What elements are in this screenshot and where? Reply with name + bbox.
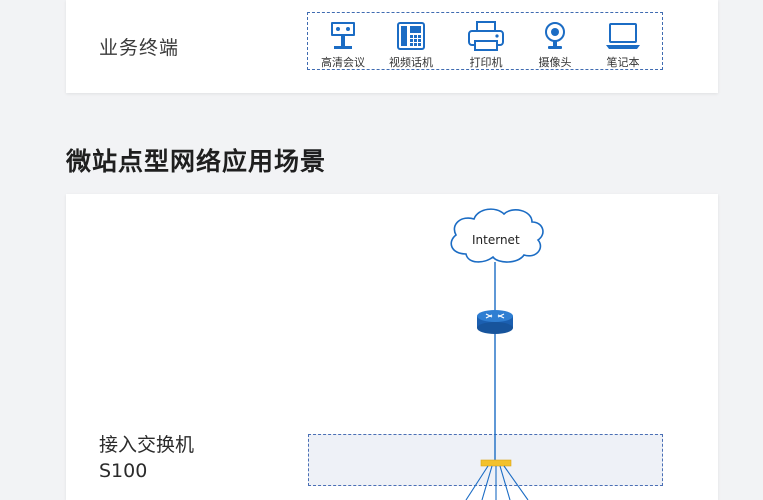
switch-zone-box: [308, 434, 663, 486]
section-title: 微站点型网络应用场景: [66, 147, 327, 176]
network-diagram: [450, 208, 544, 500]
switch-label: 接入交换机 S100: [99, 432, 194, 484]
terminal-video-conference: 高清会议: [308, 19, 378, 70]
switch-downlinks: [465, 465, 529, 500]
internet-cloud-icon: [450, 208, 544, 263]
terminal-camera: 摄像头: [520, 19, 590, 70]
terminal-printer: 打印机: [451, 19, 521, 70]
video-phone-icon: [397, 22, 425, 50]
switch-label-line2: S100: [99, 460, 148, 482]
terminals-label: 业务终端: [99, 37, 180, 59]
terminals-box: 高清会议 视频话机: [307, 12, 663, 70]
terminals-card: 业务终端 高清会议: [66, 0, 718, 93]
terminal-laptop: 笔记本: [588, 19, 658, 70]
terminal-label: 视频话机: [389, 56, 433, 69]
switch-icon: [480, 459, 512, 467]
terminal-label: 高清会议: [321, 56, 365, 69]
terminal-video-phone: 视频话机: [376, 19, 446, 70]
network-diagram-card: Internet 接入交换机 S100: [66, 194, 718, 500]
printer-icon: [468, 21, 504, 51]
terminal-label: 打印机: [469, 56, 503, 69]
terminal-label: 笔记本: [606, 56, 640, 69]
camera-icon: [545, 22, 565, 49]
video-conference-icon: [331, 22, 355, 49]
laptop-icon: [606, 23, 640, 49]
switch-label-line1: 接入交换机: [99, 434, 195, 456]
router-icon: [477, 310, 513, 334]
internet-label: Internet: [472, 233, 520, 247]
terminal-label: 摄像头: [538, 56, 572, 69]
